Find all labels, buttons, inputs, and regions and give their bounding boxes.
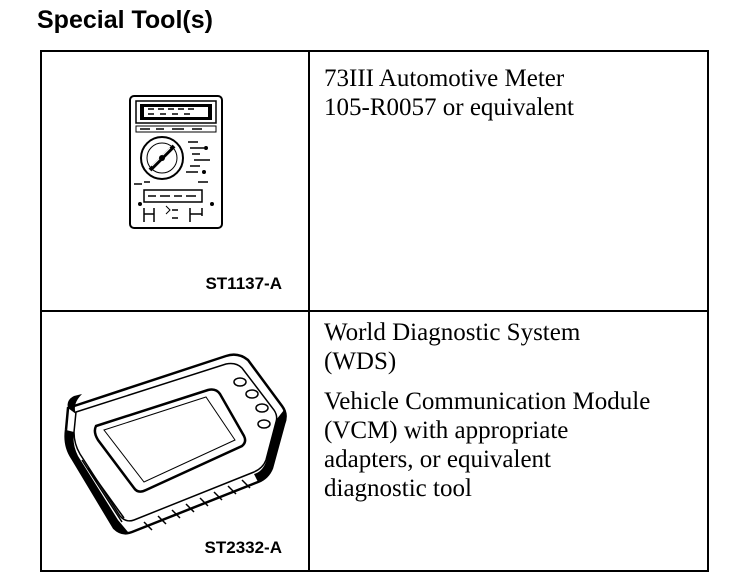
tool-code: ST2332-A xyxy=(204,538,282,557)
tool-description: 73III Automotive Meter 105-R0057 or equi… xyxy=(310,52,707,310)
tool-detail-line: diagnostic tool xyxy=(324,475,472,502)
multimeter-icon xyxy=(129,95,223,229)
tool-name-line: World Diagnostic System xyxy=(324,319,581,346)
tool-detail-line: adapters, or equivalent xyxy=(324,446,551,473)
special-tools-table: ST1137-A 73III Automotive Meter 105-R005… xyxy=(40,50,709,572)
tool-detail-line: Vehicle Communication Module xyxy=(324,388,651,415)
tool-detail-line: (VCM) with appropriate xyxy=(324,417,569,444)
diagnostic-tablet-icon xyxy=(64,353,287,535)
tool-description: World Diagnostic System (WDS) Vehicle Co… xyxy=(310,312,707,570)
page-title: Special Tool(s) xyxy=(37,6,213,34)
tool-part-number: 105-R0057 or equivalent xyxy=(324,94,574,121)
tool-name-line: (WDS) xyxy=(324,348,397,375)
tool-name: 73III Automotive Meter xyxy=(324,65,565,92)
tool-code: ST1137-A xyxy=(205,274,282,293)
tool-row: ST1137-A 73III Automotive Meter 105-R005… xyxy=(42,52,707,312)
tool-image-cell: ST2332-A xyxy=(42,312,310,570)
tool-image-cell: ST1137-A xyxy=(42,52,310,310)
tool-row: ST2332-A World Diagnostic System (WDS) V… xyxy=(42,312,707,570)
